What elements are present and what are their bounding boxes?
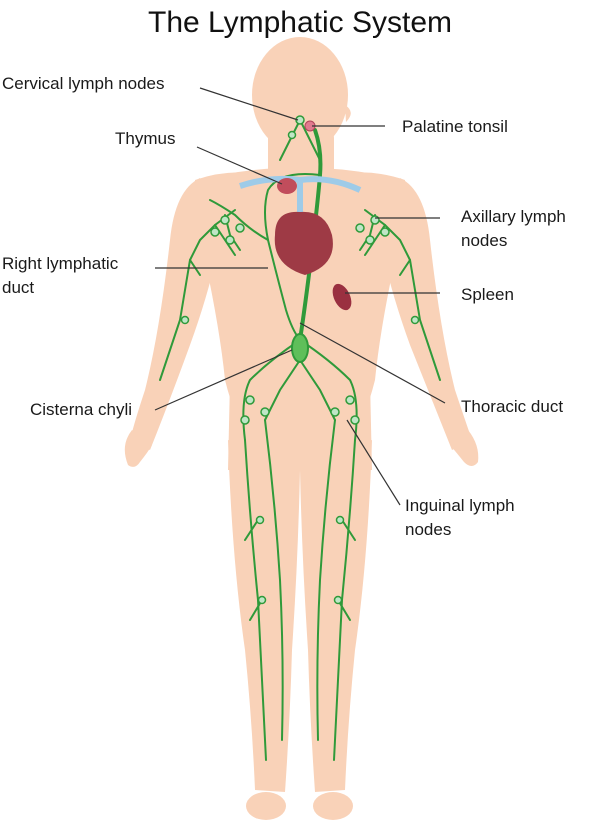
heart: [274, 211, 333, 275]
label-right-lymphatic-duct: Right lymphatic duct: [2, 252, 118, 300]
axillary-node: [365, 235, 375, 245]
leader-cisterna: [154, 349, 293, 411]
inguinal-node: [260, 407, 270, 417]
label-axillary-lymph-nodes: Axillary lymph nodes: [461, 205, 566, 253]
inguinal-node: [330, 407, 340, 417]
leg-node: [333, 595, 343, 605]
diagram-title: The Lymphatic System: [148, 6, 452, 39]
spleen: [332, 283, 352, 311]
label-inguinal-lymph-nodes: Inguinal lymph nodes: [405, 494, 515, 542]
pelvis: [228, 375, 372, 470]
axillary-node: [380, 227, 390, 237]
torso: [200, 167, 400, 440]
label-inguinal-line-1: Inguinal lymph: [405, 496, 515, 515]
left-foot: [313, 792, 353, 820]
leg-node: [257, 595, 267, 605]
leg-node: [335, 515, 345, 525]
body-silhouette: [124, 37, 479, 820]
leader-thoracic: [299, 322, 446, 404]
label-palatine-tonsil: Palatine tonsil: [402, 117, 508, 136]
axillary-node: [355, 223, 365, 233]
label-right-duct-line-1: Right lymphatic: [2, 254, 119, 273]
lymph-vessels: [159, 119, 441, 761]
inguinal-node: [240, 415, 250, 425]
heart-group: [239, 175, 362, 275]
lymph-nodes: [180, 115, 420, 605]
axillary-node: [220, 215, 230, 225]
thymus: [277, 178, 297, 194]
leader-lines: [154, 87, 446, 506]
leg-node: [255, 515, 265, 525]
label-thoracic-duct: Thoracic duct: [461, 397, 564, 416]
label-inguinal-line-2: nodes: [405, 520, 452, 539]
label-axillary-line-2: nodes: [461, 231, 508, 250]
leader-cervical: [199, 87, 299, 121]
axillary-node: [210, 227, 220, 237]
cervical-node: [295, 115, 305, 125]
arm-node: [410, 315, 420, 325]
inguinal-node: [350, 415, 360, 425]
right-hand: [124, 430, 152, 467]
label-cisterna-chyli: Cisterna chyli: [30, 400, 133, 419]
label-axillary-line-1: Axillary lymph: [461, 207, 566, 226]
leader-thymus: [196, 146, 283, 185]
axillary-node: [235, 223, 245, 233]
left-arm: [380, 178, 472, 450]
head: [252, 37, 348, 153]
label-thymus: Thymus: [115, 129, 176, 148]
cisterna-chyli: [291, 333, 309, 363]
right-foot: [246, 792, 286, 820]
inguinal-node: [345, 395, 355, 405]
right-arm: [130, 178, 220, 450]
label-cervical-lymph-nodes: Cervical lymph nodes: [2, 74, 165, 93]
left-hand: [450, 430, 479, 466]
label-right-duct-line-2: duct: [2, 278, 35, 297]
axillary-node: [225, 235, 235, 245]
arm-node: [180, 315, 190, 325]
axillary-node: [370, 215, 380, 225]
cervical-node: [287, 130, 297, 140]
leader-inguinal: [346, 419, 401, 506]
label-spleen: Spleen: [461, 285, 514, 304]
inguinal-node: [245, 395, 255, 405]
